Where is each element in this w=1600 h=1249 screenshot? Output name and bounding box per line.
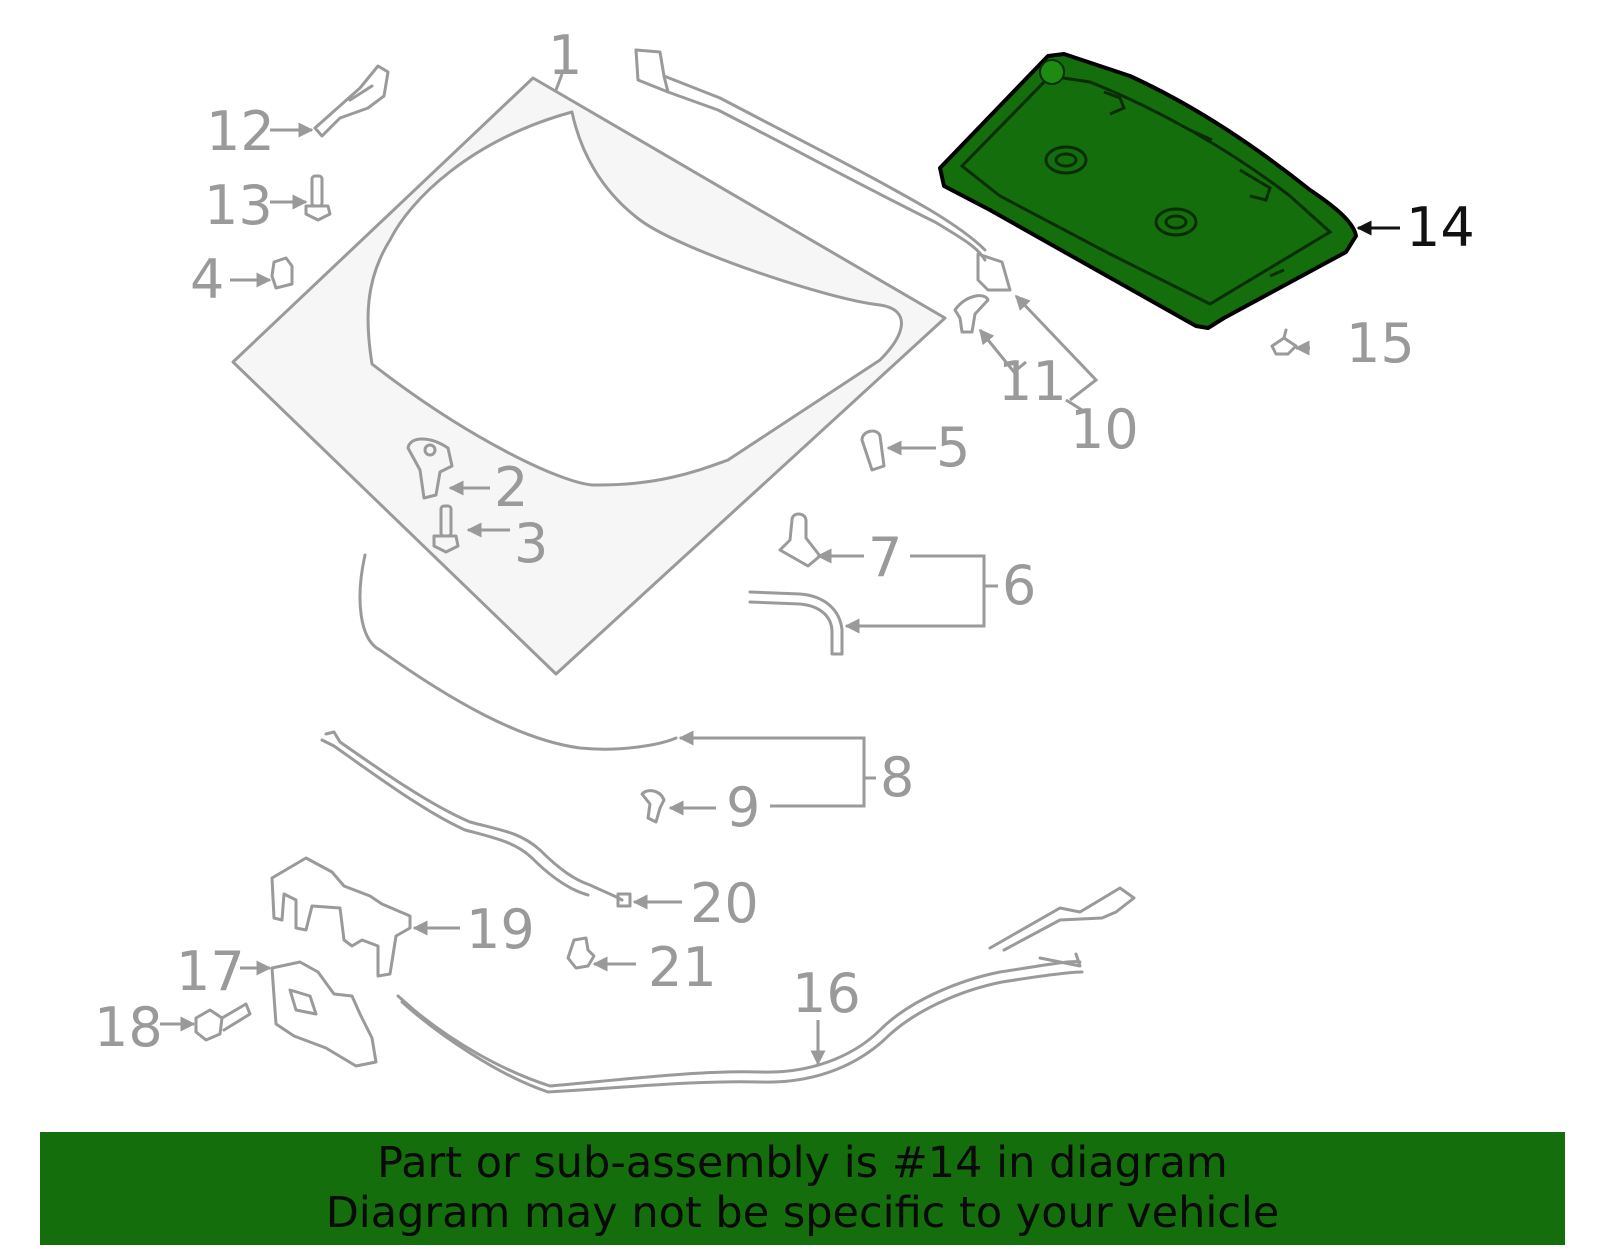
trim-panel-14 xyxy=(938,52,1358,330)
callout-19: 19 xyxy=(466,898,535,961)
callout-labels: 1 2 3 4 5 6 7 8 9 10 11 12 13 14 15 16 1… xyxy=(94,24,1475,1059)
callout-16: 16 xyxy=(792,962,861,1025)
cover-19 xyxy=(270,856,412,978)
clip-9 xyxy=(640,789,666,824)
clip-15 xyxy=(1270,328,1298,356)
info-banner: Part or sub-assembly is #14 in diagram D… xyxy=(40,1132,1565,1245)
callout-5: 5 xyxy=(936,416,970,479)
bolt-18 xyxy=(194,1002,252,1042)
release-cable-20 xyxy=(320,730,632,908)
latch-17 xyxy=(270,960,378,1068)
callout-15: 15 xyxy=(1346,312,1415,375)
callout-6: 6 xyxy=(1002,554,1036,617)
bolt-13 xyxy=(304,174,332,222)
callout-18: 18 xyxy=(94,996,163,1059)
banner-line-part: Part or sub-assembly is #14 in diagram xyxy=(377,1138,1228,1188)
bolt-3 xyxy=(432,504,460,554)
molding-6 xyxy=(748,590,844,656)
callout-8: 8 xyxy=(880,746,914,809)
callout-13: 13 xyxy=(204,174,273,237)
callout-12: 12 xyxy=(206,100,275,163)
banner-line-disclaimer: Diagram may not be specific to your vehi… xyxy=(325,1188,1280,1238)
leader-lines xyxy=(160,73,1400,1066)
callout-10: 10 xyxy=(1070,398,1139,461)
callout-17: 17 xyxy=(176,940,245,1003)
latch-cable-16 xyxy=(396,886,1136,1094)
bracket-2 xyxy=(406,437,454,500)
weatherstrip-8 xyxy=(358,553,678,751)
lift-support-strut xyxy=(634,48,1012,292)
callout-7: 7 xyxy=(868,526,902,589)
callout-14: 14 xyxy=(1406,196,1475,259)
callout-9: 9 xyxy=(726,776,760,839)
fastener-21 xyxy=(566,936,596,970)
grommet-5 xyxy=(860,429,886,472)
callout-3: 3 xyxy=(514,512,548,575)
callout-2: 2 xyxy=(494,456,528,519)
liftgate-glass xyxy=(231,76,947,676)
callout-20: 20 xyxy=(690,872,759,935)
callout-11: 11 xyxy=(998,350,1067,413)
nut-4 xyxy=(270,256,294,290)
callout-21: 21 xyxy=(648,936,717,999)
bumper-stop xyxy=(953,294,990,334)
clip-7 xyxy=(778,512,822,568)
callout-4: 4 xyxy=(190,248,224,311)
callout-1: 1 xyxy=(548,24,582,87)
hinge-bracket xyxy=(313,64,390,138)
